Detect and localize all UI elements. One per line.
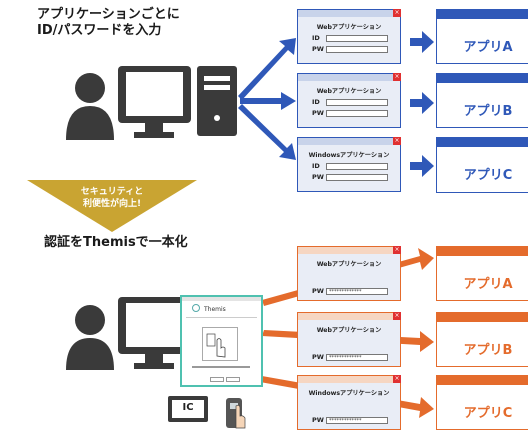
divider [186,317,257,318]
app-header-bar [437,313,528,322]
screen-titlebar [182,297,261,301]
close-icon[interactable]: × [393,73,401,81]
bottom-caption: 認証をThemisで一本化 [44,235,188,250]
user-icon [66,73,114,140]
improvement-arrow [27,180,197,232]
login-window-windows-sso: × Windowsアプリケーション PW ************* [297,375,401,430]
pw-field[interactable]: ************* [326,417,388,424]
app-name: アプリC [463,406,513,421]
id-field[interactable] [326,35,388,42]
login-window-web-2: × Webアプリケーション ID PW [297,73,401,128]
themis-logo-icon [192,304,200,312]
pw-label: PW [312,416,324,424]
monitor-icon [118,66,191,138]
top-caption: アプリケーションごとに ID/パスワードを入力 [37,7,180,38]
pw-label: PW [312,287,324,295]
cancel-button[interactable] [226,377,240,382]
app-c-bottom: アプリC [436,375,528,430]
app-c-top: アプリC [436,137,528,193]
id-field[interactable] [326,99,388,106]
pw-label: PW [312,173,324,181]
close-icon[interactable]: × [393,375,401,383]
app-name: アプリA [463,277,513,292]
app-name: アプリB [463,104,513,119]
themis-login-screen: Themis [180,295,263,387]
id-field[interactable] [326,163,388,170]
pw-field[interactable] [326,174,388,181]
login-window-windows: × Windowsアプリケーション ID PW [297,137,401,192]
app-b-top: アプリB [436,73,528,128]
app-header-bar [437,138,528,147]
fingerprint-panel [202,327,238,361]
fingerprint-reader-icon [226,398,246,429]
window-title: Windowsアプリケーション [308,152,390,159]
improvement-text: セキュリティと 利便性が向上! [80,187,144,209]
window-title: Webアプリケーション [316,24,382,31]
pw-field[interactable] [326,110,388,117]
pw-label: PW [312,109,324,117]
close-icon[interactable]: × [393,312,401,320]
status-line [192,366,250,368]
pc-tower-icon [197,66,237,136]
app-name: アプリC [463,168,513,183]
hand-icon [206,333,226,358]
window-titlebar [298,247,400,254]
close-icon[interactable]: × [393,246,401,254]
app-name: アプリB [463,343,513,358]
pw-field[interactable]: ************* [326,288,388,295]
ok-button[interactable] [210,377,224,382]
login-window-web-1-sso: × Webアプリケーション PW ************* [297,246,401,301]
window-title: Webアプリケーション [316,327,382,334]
themis-label: Themis [204,306,226,313]
app-header-bar [437,10,528,19]
window-title: Webアプリケーション [316,261,382,268]
user-icon-bottom [66,305,114,370]
close-icon[interactable]: × [393,137,401,145]
app-header-bar [437,247,528,256]
window-title: Webアプリケーション [316,88,382,95]
monitor-icon-bottom [118,297,191,369]
pw-field[interactable]: ************* [326,354,388,361]
app-a-top: アプリA [436,9,528,64]
app-header-bar [437,376,528,385]
app-b-bottom: アプリB [436,312,528,367]
window-titlebar [298,313,400,320]
window-titlebar [298,376,400,383]
login-window-web-1: × Webアプリケーション ID PW [297,9,401,64]
pw-label: PW [312,353,324,361]
login-window-web-2-sso: × Webアプリケーション PW ************* [297,312,401,367]
id-label: ID [312,34,320,42]
window-title: Windowsアプリケーション [308,390,390,397]
blue-arrows [238,31,434,177]
close-icon[interactable]: × [393,9,401,17]
ic-label: IC [182,402,194,413]
pw-label: PW [312,45,324,53]
window-titlebar [298,10,400,17]
ic-card-reader-icon [168,396,208,422]
pw-field[interactable] [326,46,388,53]
window-titlebar [298,138,400,145]
app-name: アプリA [463,40,513,55]
window-titlebar [298,74,400,81]
app-a-bottom: アプリA [436,246,528,301]
id-label: ID [312,98,320,106]
id-label: ID [312,162,320,170]
app-header-bar [437,74,528,83]
